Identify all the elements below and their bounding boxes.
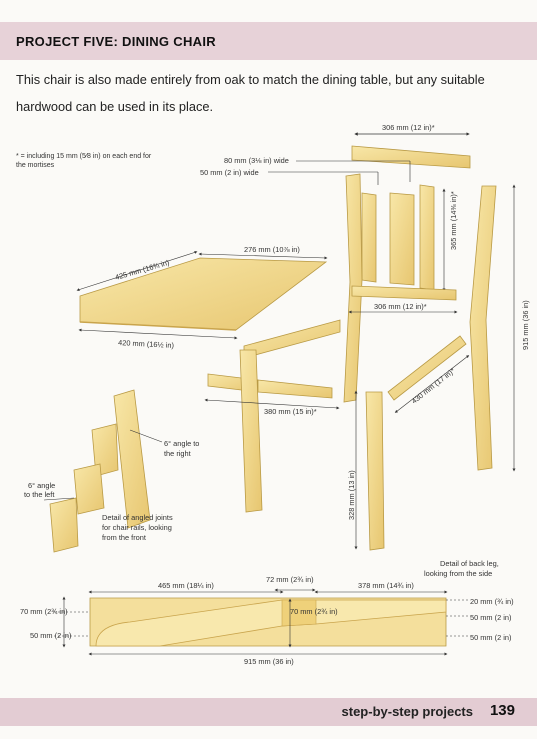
label-top-rail: 306 mm (12 in)* (382, 123, 435, 132)
label-seat-front: 420 mm (16½ in) (118, 338, 174, 350)
label-bl-915: 915 mm (36 in) (244, 657, 294, 666)
label-front-rail: 380 mm (15 in)* (264, 407, 317, 416)
label-bl-378: 378 mm (14¾ in) (358, 581, 414, 590)
top-rail (351, 145, 471, 169)
label-bl-50-right-b: 50 mm (2 in) (470, 633, 511, 642)
seat-panel (79, 257, 328, 331)
label-angle-right-1: 6° angle to (164, 439, 199, 448)
intro-paragraph: This chair is also made entirely from oa… (16, 72, 485, 114)
label-detail-back-leg-1: Detail of back leg, (440, 559, 499, 568)
label-bl-50-right-a: 50 mm (2 in) (470, 613, 511, 622)
label-bl-20-right: 20 mm (¾ in) (470, 597, 514, 606)
back-leg-detail (89, 597, 447, 647)
label-detail-back-leg-2: looking from the side (424, 569, 492, 578)
back-slats (361, 184, 435, 291)
label-slat-wide: 80 mm (3⅛ in) wide (224, 156, 289, 165)
footer-bar: step-by-step projects 139 (0, 698, 537, 726)
label-bl-465: 465 mm (18¼ in) (158, 581, 214, 590)
label-back-leg-height: 915 mm (36 in) (521, 300, 530, 350)
label-bl-70-left: 70 mm (2¾ in) (20, 607, 68, 616)
page-number: 139 (489, 702, 515, 719)
label-angle-left-1: 6° angle (28, 481, 55, 490)
label-front-leg-height: 328 mm (13 in) (347, 470, 356, 520)
back-leg-right (469, 185, 497, 471)
label-bl-70-mid: 70 mm (2¾ in) (290, 607, 338, 616)
label-bl-72: 72 mm (2¾ in) (266, 575, 314, 584)
angled-joint-detail (49, 389, 151, 553)
label-bl-50-left: 50 mm (2 in) (30, 631, 71, 640)
label-slat-height: 365 mm (14⅜ in)* (449, 191, 458, 250)
label-detail-joints-3: from the front (102, 533, 146, 542)
lower-back-rail (351, 285, 457, 301)
section-name: step-by-step projects (341, 704, 473, 719)
label-angle-left-2: to the left (24, 490, 54, 499)
page-title: PROJECT FIVE: DINING CHAIR (16, 34, 216, 49)
label-slat-narrow: 50 mm (2 in) wide (200, 168, 259, 177)
label-lower-back-rail: 306 mm (12 in)* (374, 302, 427, 311)
label-angle-right-2: the right (164, 449, 191, 458)
front-frame (207, 319, 385, 551)
label-detail-joints-1: Detail of angled joints (102, 513, 173, 522)
header-bar: PROJECT FIVE: DINING CHAIR (0, 22, 537, 60)
label-detail-joints-2: for chair rails, looking (102, 523, 172, 532)
mortise-note: * = including 15 mm (5⁄8 in) on each end… (16, 153, 152, 169)
label-seat-back: 276 mm (10⅞ in) (244, 245, 300, 254)
